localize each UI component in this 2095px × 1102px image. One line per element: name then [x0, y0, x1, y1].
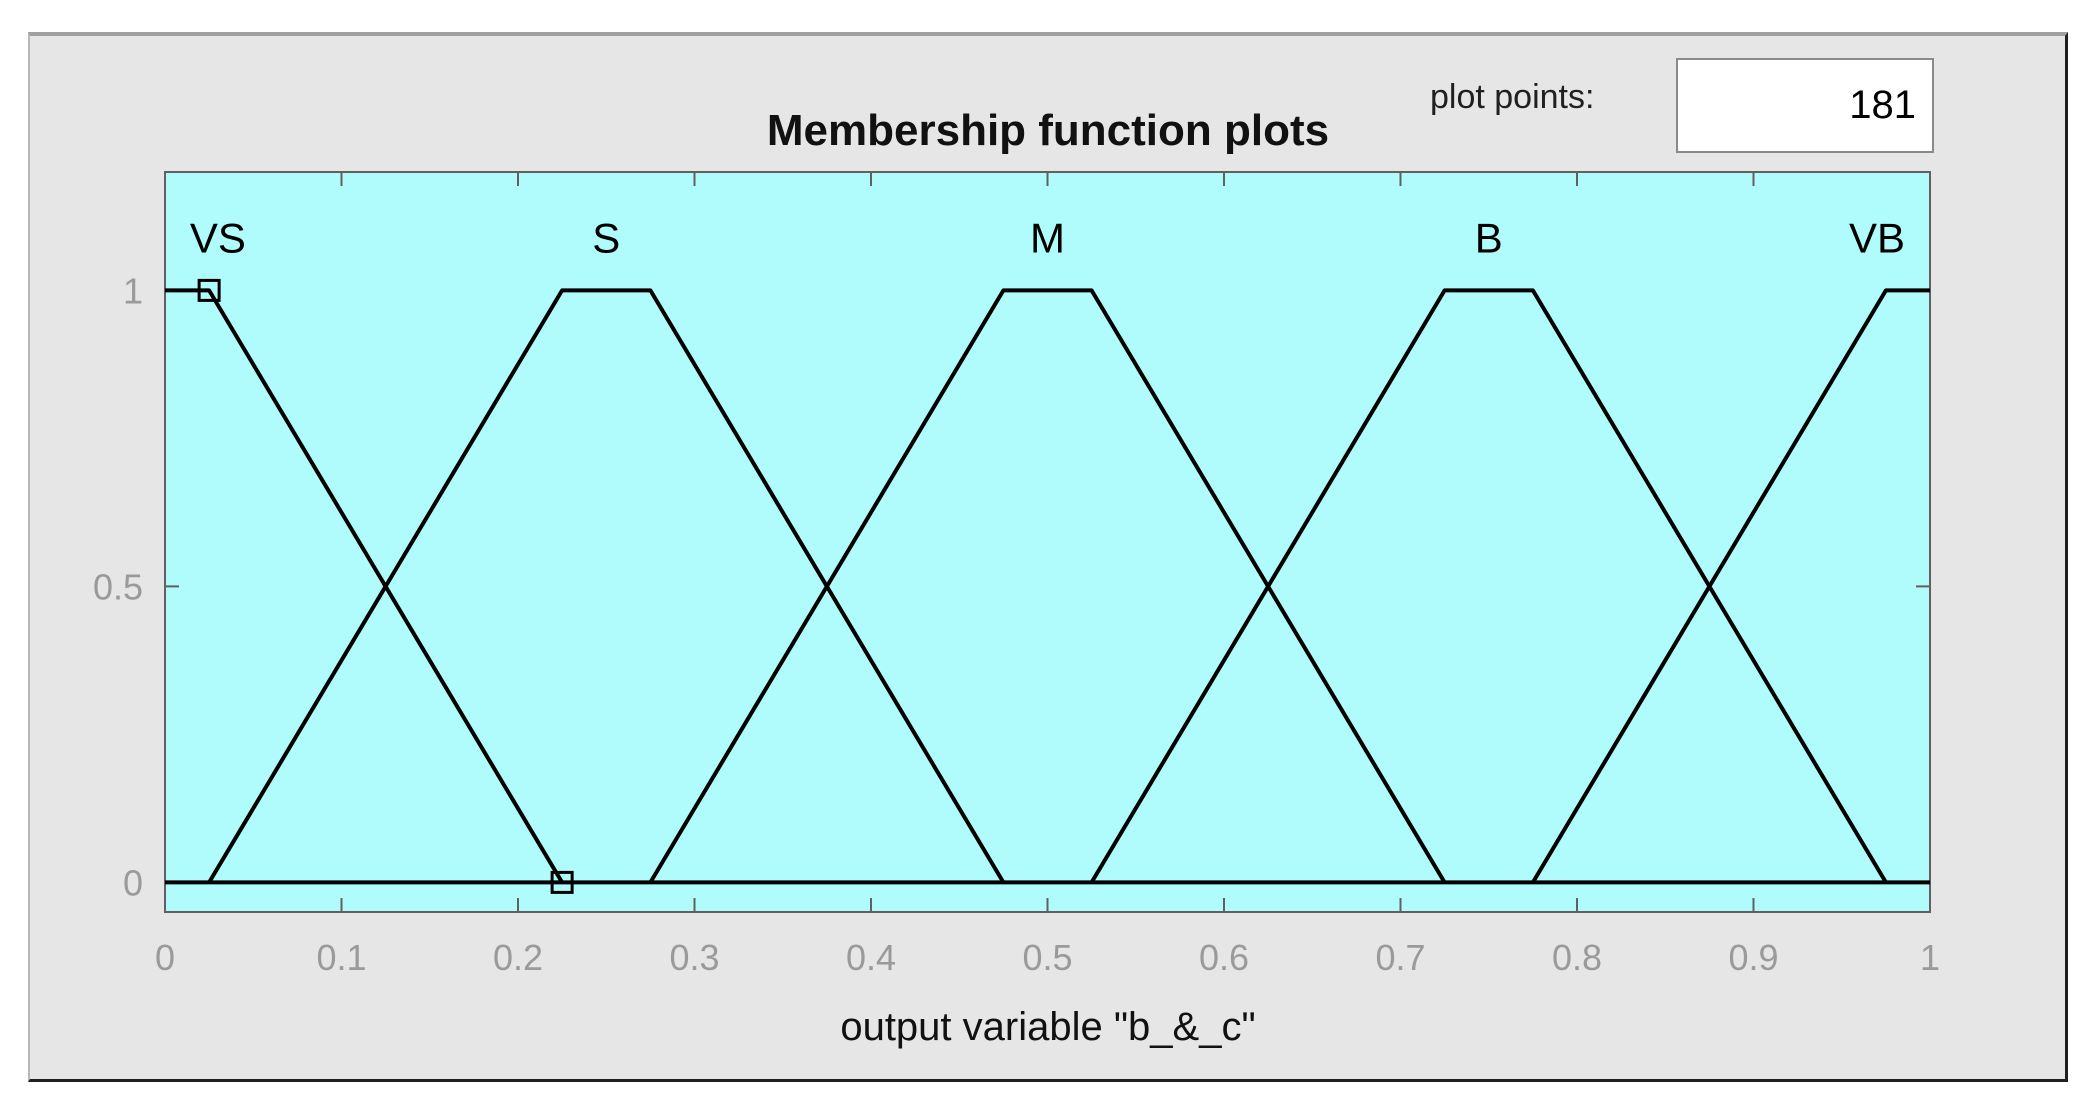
y-tick-labels: 00.51 — [93, 270, 143, 903]
y-tick-label: 0.5 — [93, 566, 143, 607]
plot-area[interactable] — [164, 171, 1931, 913]
mf-curve-vs — [165, 288, 564, 884]
x-axis-label: output variable "b_&_c" — [840, 1005, 1255, 1049]
x-tick-label: 1 — [1920, 937, 1940, 978]
x-tick-label: 0.9 — [1728, 937, 1778, 978]
chart-title: Membership function plots — [767, 106, 1329, 155]
mf-label-m: M — [1030, 214, 1065, 261]
y-tick-label: 0 — [123, 862, 143, 903]
x-tick-label: 0.2 — [493, 937, 543, 978]
x-tick-label: 0.8 — [1552, 937, 1602, 978]
x-tick-label: 0.1 — [316, 937, 366, 978]
membership-curves — [165, 288, 1930, 884]
mf-label-s: S — [592, 214, 620, 261]
x-tick-labels: 0 0.1 0.2 0.3 0.4 0.5 0.6 0.7 0.8 0.9 1 — [155, 937, 1940, 978]
plot-points-input[interactable] — [1676, 58, 1934, 153]
mf-labels: VS S M B VB — [190, 214, 1905, 261]
y-tick-label: 1 — [123, 270, 143, 311]
selection-markers — [197, 278, 574, 894]
x-tick-label: 0.4 — [846, 937, 896, 978]
mf-label-vb: VB — [1849, 214, 1905, 261]
mf-curve-vb — [1531, 288, 1930, 884]
plot-points-label: plot points: — [1430, 78, 1595, 116]
x-tick-label: 0 — [155, 937, 175, 978]
x-tick-label: 0.7 — [1375, 937, 1425, 978]
selection-marker — [550, 870, 574, 894]
mf-label-vs: VS — [190, 214, 246, 261]
x-tick-label: 0.3 — [669, 937, 719, 978]
window-right-edge — [2068, 0, 2095, 1102]
x-tick-label: 0.5 — [1022, 937, 1072, 978]
selection-marker — [197, 278, 221, 302]
x-tick-label: 0.6 — [1199, 937, 1249, 978]
mf-label-b: B — [1475, 214, 1503, 261]
